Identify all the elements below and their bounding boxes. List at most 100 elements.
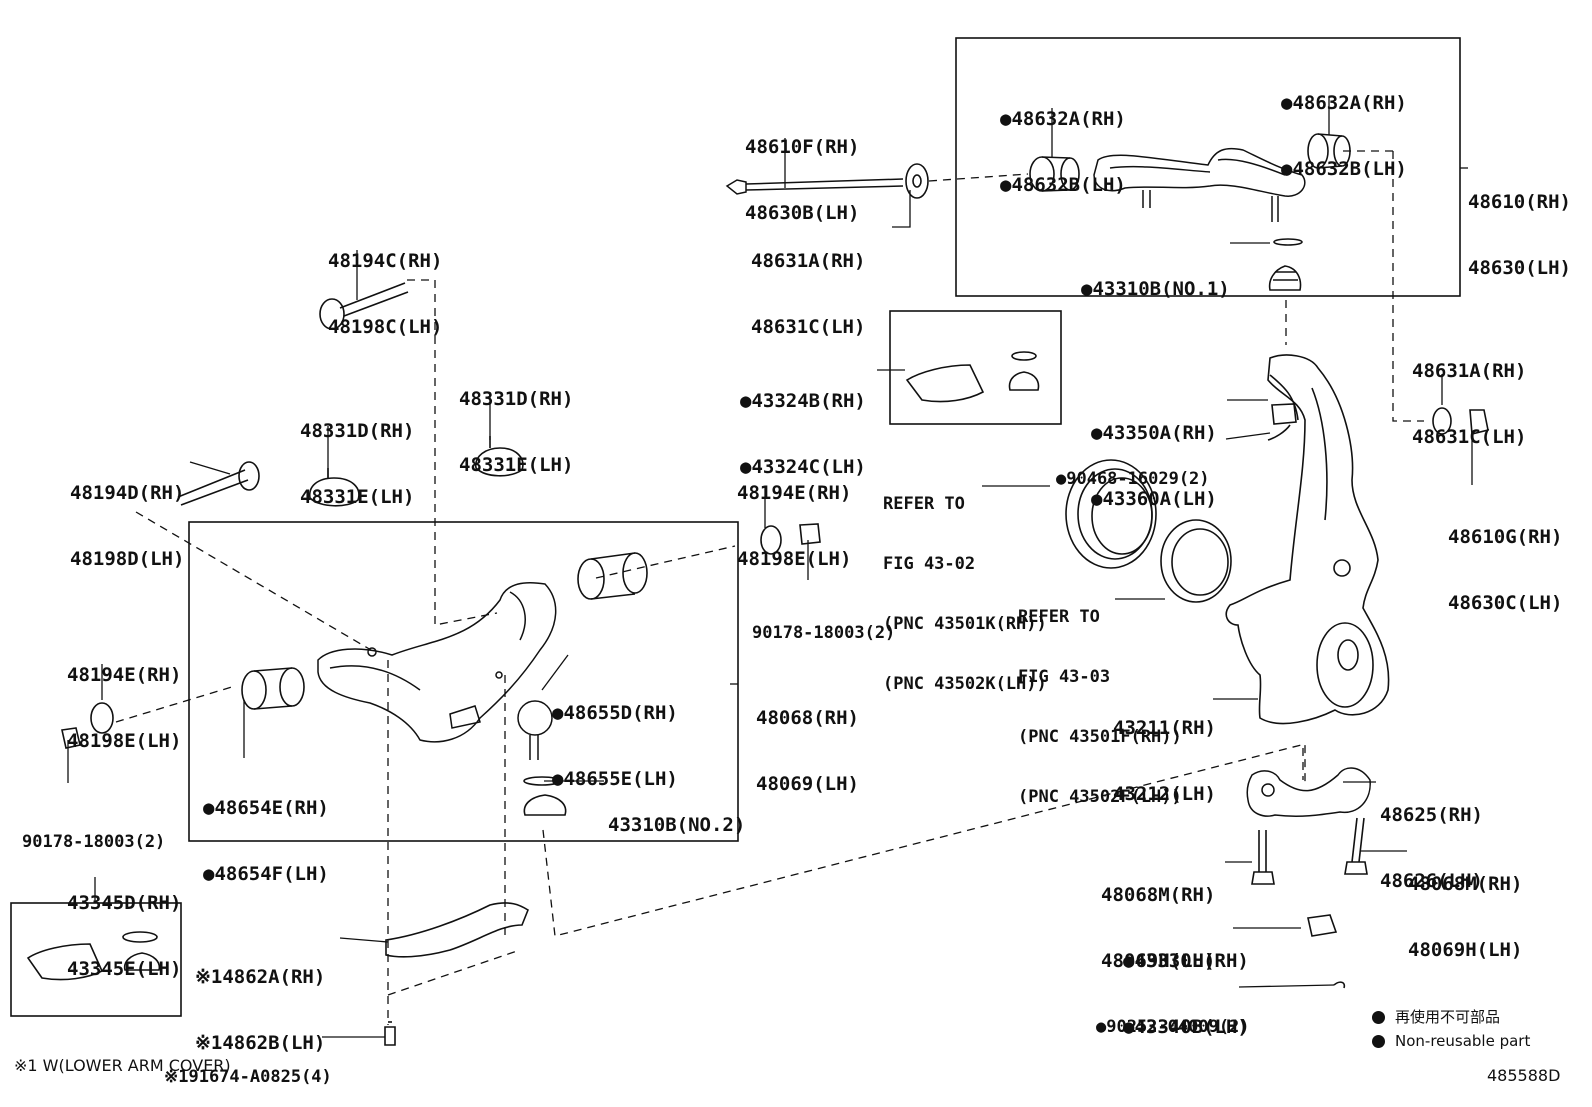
label-line: 48068(RH) [756,707,859,729]
label-line: 43310B(NO.2) [608,814,746,836]
non-reusable-dot-icon [1372,1011,1385,1024]
label-line: ※14862B(LH) [195,1032,326,1054]
label-48654e: ●48654E(RH) ●48654F(LH) [203,753,329,907]
label-line: 43345D(RH) [67,892,182,914]
lower-bushing-rear [577,552,648,600]
label-line: (PNC 43502K(LH)) [883,674,1047,694]
label-48610: 48610(RH) 48630(LH) [1468,147,1571,301]
hub-seal-small [1160,519,1232,603]
label-line: REFER TO [1018,607,1100,627]
label-line: 43345E(LH) [67,958,182,980]
upper-bushing-left [1029,156,1080,192]
label-line: ※191674-A0825(4) [164,1067,332,1087]
upper-control-arm [1093,147,1306,222]
label-48331d-a: 48331D(RH) 48331E(LH) [300,376,414,530]
label-line: ●48654E(RH) [203,797,329,819]
label-90178-top: 90178-18003(2) [752,583,895,663]
label-48068m-left: 48068M(RH) 48069H(LH) [1101,840,1215,994]
nut-43330l [1307,914,1338,937]
label-line: 48610F(RH) [745,136,860,158]
label-line: 48626(LH) [1380,870,1483,892]
label-line: 48068M(RH) [1101,884,1216,906]
label-line: ●48655E(LH) [552,768,678,790]
upper-arm-bolt [725,178,904,195]
lower-arm-group-box [188,521,739,842]
label-line: 48630(LH) [1468,257,1571,279]
label-48631a-right: 48631A(RH) 48631C(LH) [1412,316,1526,470]
label-48632a-left: ●48632A(RH) ●48632B(LH) [1000,64,1126,218]
label-line: ●43324B(RH) [740,390,866,412]
footnote: ※1 W(LOWER ARM COVER) [14,1056,231,1075]
label-line: 43211(RH) [1113,717,1216,739]
label-line: 48068M(RH) [1408,873,1523,895]
label-line: ●48654F(LH) [203,863,329,885]
label-14862a: ※14862A(RH) ※14862B(LH) [195,922,325,1076]
label-line: 48331D(RH) [300,420,415,442]
label-line: 48631C(LH) [751,316,866,338]
label-line: ●48632B(LH) [1281,158,1407,180]
boot-kit-box-lower [10,902,182,1017]
label-43211: 43211(RH) 43212(LH) [1113,673,1216,827]
label-48068: 48068(RH) 48069(LH) [756,663,859,817]
steering-knuckle [1225,354,1390,725]
label-43345d: 43345D(RH) 43345E(LH) [67,848,181,1002]
label-48194d: 48194D(RH) 48198D(LH) [70,438,184,592]
non-reusable-dot-icon [1372,1035,1385,1048]
label-48610g: 48610G(RH) 48630C(LH) [1448,482,1562,636]
label-48194e-top: 48194E(RH) 48198E(LH) [737,438,851,592]
label-line: 48198E(LH) [737,548,852,570]
label-48610f: 48610F(RH) 48630B(LH) [745,92,859,246]
bolt-48194c [319,282,409,330]
label-line: 48198C(LH) [328,316,443,338]
label-line: 48610(RH) [1468,191,1571,213]
upper-bushing-right [1307,133,1351,169]
label-line: 48631C(LH) [1412,426,1527,448]
label-line: FIG 43-03 [1018,667,1111,687]
label-90178-left: 90178-18003(2) [22,792,165,872]
label-48625: 48625(RH) 48626(LH) [1380,760,1483,914]
lower-control-arm [317,581,557,760]
label-line: ●43324C(LH) [740,456,866,478]
label-43310b-no1: ●43310B(NO.1) [1081,234,1230,322]
label-line: 48331D(RH) [459,388,574,410]
label-line: ●43310B(NO.1) [1081,278,1230,300]
label-line: ●43350A(RH) [1091,422,1217,444]
label-line: 48069(LH) [756,773,859,795]
label-line: 48194E(RH) [737,482,852,504]
label-line: 48625(RH) [1380,804,1483,826]
label-line: 48331E(LH) [300,486,415,508]
label-line: REFER TO [883,494,965,514]
label-48632a-right: ●48632A(RH) ●48632B(LH) [1281,48,1407,202]
label-line: FIG 43-02 [883,554,976,574]
upper-arm-group-box [955,37,1461,297]
label-line: ●90252-04009(2) [1096,1017,1250,1037]
label-line: 48194D(RH) [70,482,185,504]
label-line: (PNC 43501F(RH)) [1018,727,1182,747]
label-line: ●43340B(LH) [1123,1016,1249,1038]
label-191674: ※191674-A0825(4) [164,1027,332,1107]
label-line: 48198D(LH) [70,548,185,570]
label-line: 48194E(RH) [67,664,182,686]
label-line: ●48632B(LH) [1000,174,1126,196]
label-refer-fig-43-03: REFER TO FIG 43-03 (PNC 43501F(RH)) (PNC… [1018,567,1182,827]
label-line: 48194C(RH) [328,250,443,272]
washer-right [1432,407,1452,435]
ball-joint-boot-upper [1268,265,1302,291]
label-48631a-top: 48631A(RH) 48631C(LH) [751,206,865,360]
label-48655d: ●48655D(RH) ●48655E(LH) [552,658,678,812]
washer-48631a [905,163,929,199]
label-line: (PNC 43502F(LH)) [1018,787,1182,807]
label-line: ●43360A(LH) [1091,488,1217,510]
label-line: 43212(LH) [1113,783,1216,805]
label-line: 48630B(LH) [745,202,860,224]
label-line: 48631A(RH) [751,250,866,272]
lower-arm-cover [385,902,529,958]
lower-bushing-front [241,667,305,710]
label-line: ●43330L(RH) [1123,950,1249,972]
label-line: ※14862A(RH) [195,966,326,988]
stopper-48331d-a [309,468,360,507]
label-line: ●90468-16029(2) [1056,469,1210,489]
legend-non-reusable-en: Non-reusable part [1372,1032,1530,1050]
lower-ball-joint [1246,767,1371,817]
label-line: ●48655D(RH) [552,702,678,724]
